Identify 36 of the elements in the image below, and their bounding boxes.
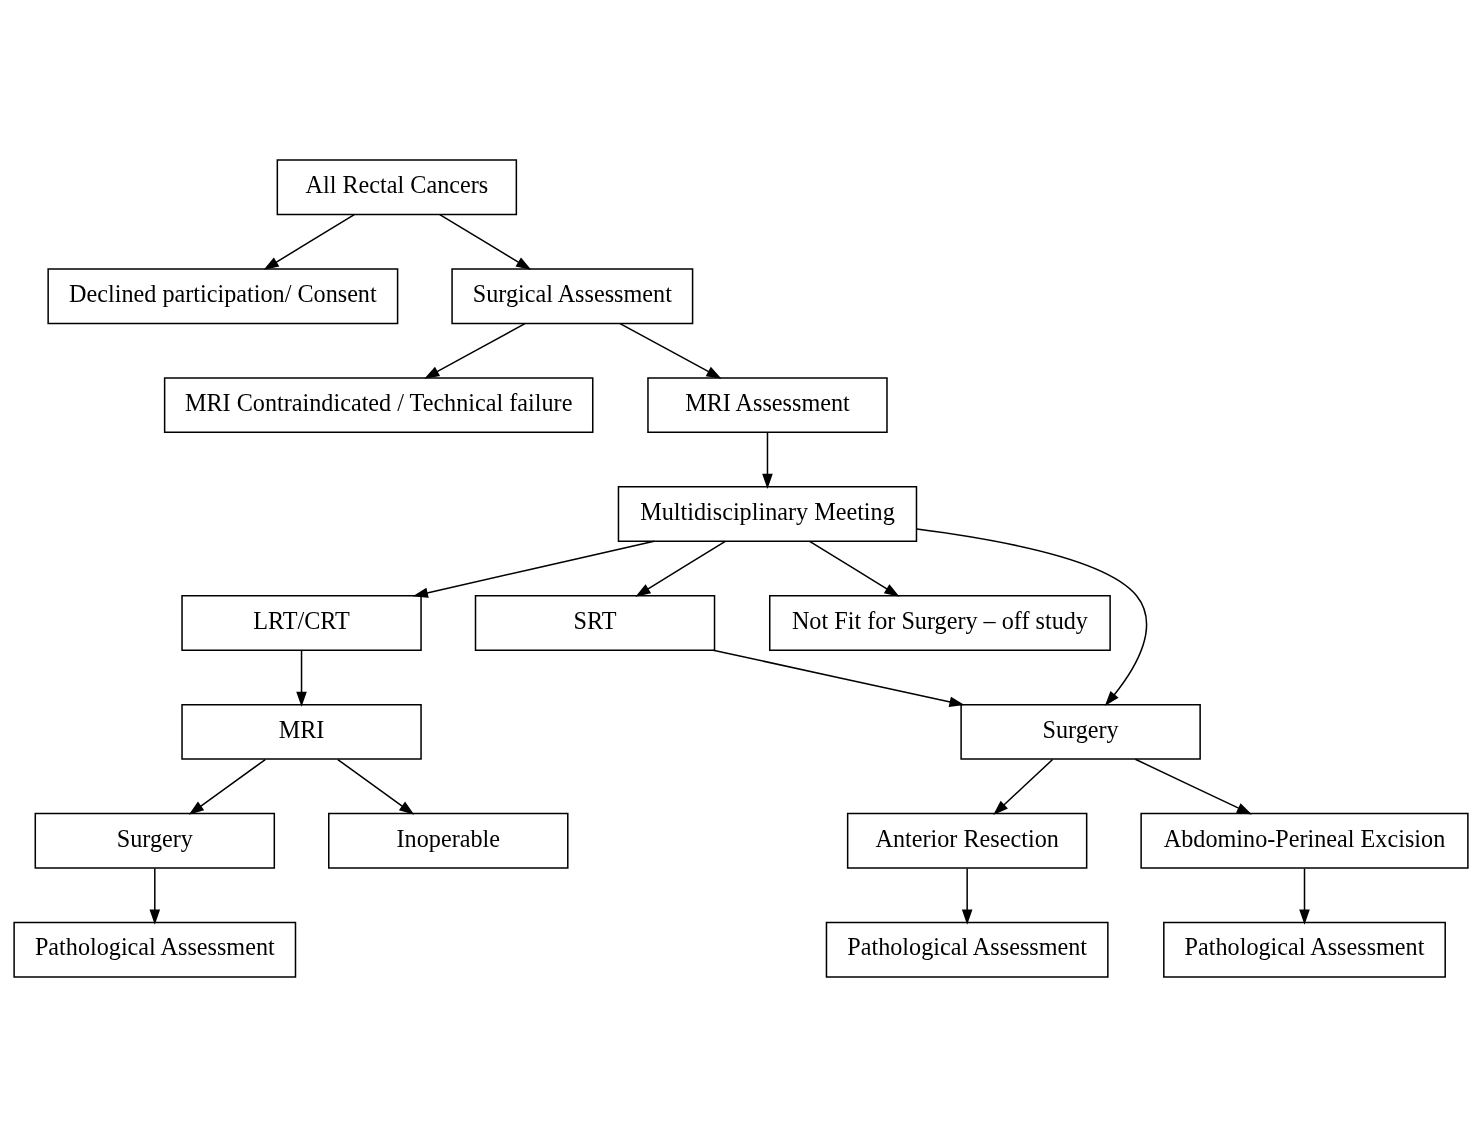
arrow bbox=[188, 758, 266, 815]
arrow bbox=[149, 867, 161, 925]
arrow bbox=[412, 540, 655, 598]
node-box: Surgery bbox=[960, 703, 1201, 760]
arrow bbox=[424, 322, 526, 379]
node-box: Surgery bbox=[34, 812, 276, 869]
node-box: All Rectal Cancers bbox=[276, 158, 518, 215]
node-box: Surgical Assessment bbox=[451, 267, 694, 324]
node-box: Declined participation/ Consent bbox=[47, 267, 399, 324]
arrow bbox=[808, 540, 900, 597]
node-box: Pathological Assessment bbox=[13, 921, 297, 978]
node-box: Anterior Resection bbox=[846, 812, 1088, 869]
node-box: Inoperable bbox=[328, 812, 569, 869]
node-box: Pathological Assessment bbox=[1163, 921, 1446, 978]
arrow bbox=[337, 758, 415, 815]
node-box: Pathological Assessment bbox=[825, 921, 1109, 978]
node-box: SRT bbox=[474, 594, 716, 651]
arrow bbox=[263, 213, 356, 270]
arrow bbox=[993, 758, 1054, 815]
node-box: LRT/CRT bbox=[181, 594, 422, 651]
arrow bbox=[1299, 867, 1310, 925]
arrow bbox=[296, 649, 307, 707]
arrow bbox=[439, 213, 532, 270]
node-box: Multidisciplinary Meeting bbox=[617, 485, 918, 542]
node-box: MRI bbox=[181, 703, 422, 760]
arrow bbox=[762, 431, 773, 489]
arrow bbox=[712, 649, 965, 707]
arrow bbox=[635, 540, 727, 597]
node-box: MRI Contraindicated / Technical failure bbox=[163, 376, 594, 433]
arrow bbox=[961, 867, 973, 925]
arrow bbox=[1134, 758, 1252, 814]
arrow bbox=[619, 322, 722, 379]
node-box: Abdomino-Perineal Excision bbox=[1140, 812, 1469, 869]
arrow bbox=[916, 527, 1148, 706]
node-box: Not Fit for Surgery – off study bbox=[769, 594, 1111, 651]
node-box: MRI Assessment bbox=[647, 376, 888, 433]
